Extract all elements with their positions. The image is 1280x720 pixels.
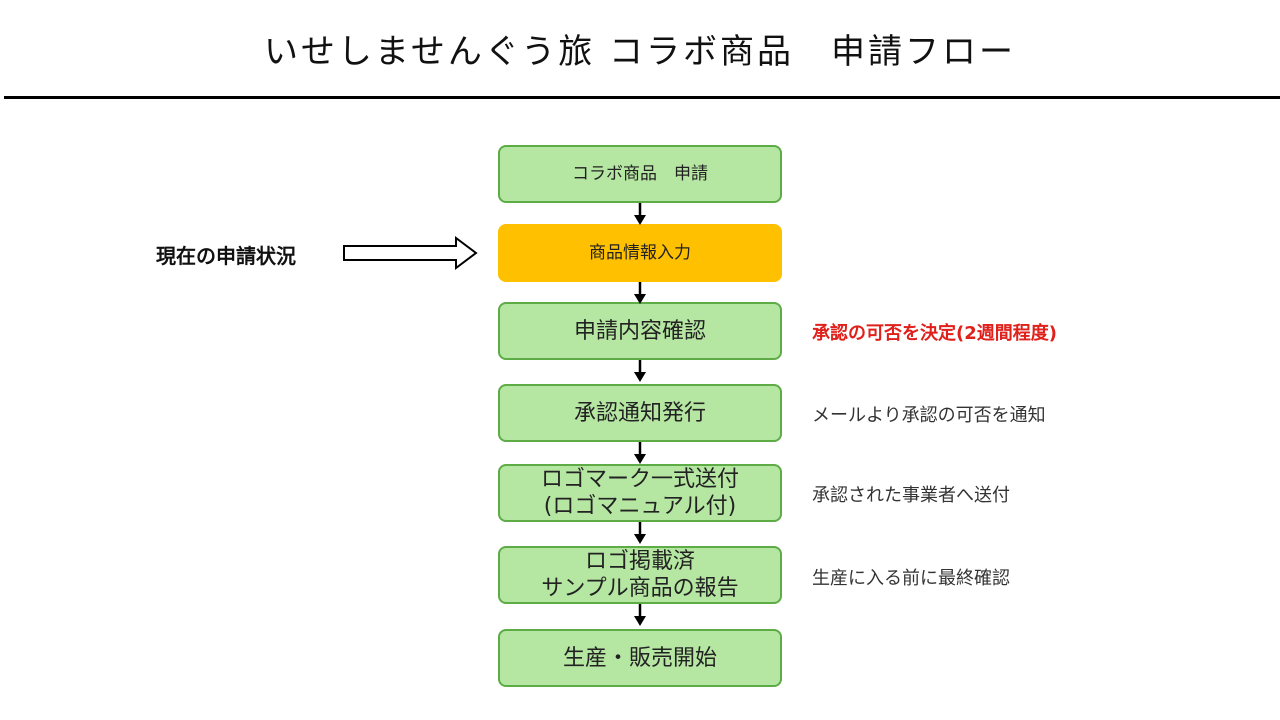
note-final-check: 生産に入る前に最終確認 — [812, 568, 1010, 589]
note-logo-delivery: 承認された事業者へ送付 — [812, 485, 1010, 506]
flow-arrow-down-icon — [634, 282, 646, 304]
flow-step-label-line-1: ロゴ掲載済 — [584, 549, 695, 574]
flow-arrow-down-icon — [634, 203, 646, 225]
flow-step-sample-report: ロゴ掲載済 サンプル商品の報告 — [498, 546, 782, 604]
flow-arrow-down-icon — [634, 360, 646, 382]
flow-step-label-line-2: サンプル商品の報告 — [541, 576, 739, 601]
page-title: いせしませんぐう旅 コラボ商品 申請フロー — [263, 32, 1017, 72]
flow-step-product-info-input: 商品情報入力 — [498, 224, 782, 282]
flow-step-label: コラボ商品 申請 — [572, 163, 708, 184]
current-status-label: 現在の申請状況 — [156, 244, 296, 268]
flow-step-collab-application: コラボ商品 申請 — [498, 145, 782, 203]
current-status-arrow-icon — [343, 236, 478, 270]
flow-step-label: 申請内容確認 — [573, 318, 706, 344]
flow-step-application-review: 申請内容確認 — [498, 302, 782, 360]
flow-step-label-line-1: ロゴマーク一式送付 — [540, 467, 739, 492]
flow-step-label: 承認通知発行 — [573, 400, 706, 426]
title-divider — [4, 96, 1280, 99]
flow-step-label: 生産・販売開始 — [562, 645, 717, 671]
flow-arrow-down-icon — [634, 442, 646, 464]
flow-step-label: 商品情報入力 — [589, 242, 691, 263]
note-approval-decision: 承認の可否を決定(2週間程度) — [812, 323, 1057, 344]
flow-step-logo-delivery: ロゴマーク一式送付 (ロゴマニュアル付) — [498, 464, 782, 522]
flow-step-approval-notice: 承認通知発行 — [498, 384, 782, 442]
flow-arrow-down-icon — [634, 604, 646, 626]
flow-step-label-line-2: (ロゴマニュアル付) — [543, 494, 737, 519]
flow-arrow-down-icon — [634, 522, 646, 544]
flow-step-production-start: 生産・販売開始 — [498, 629, 782, 687]
note-approval-email: メールより承認の可否を通知 — [812, 405, 1046, 426]
